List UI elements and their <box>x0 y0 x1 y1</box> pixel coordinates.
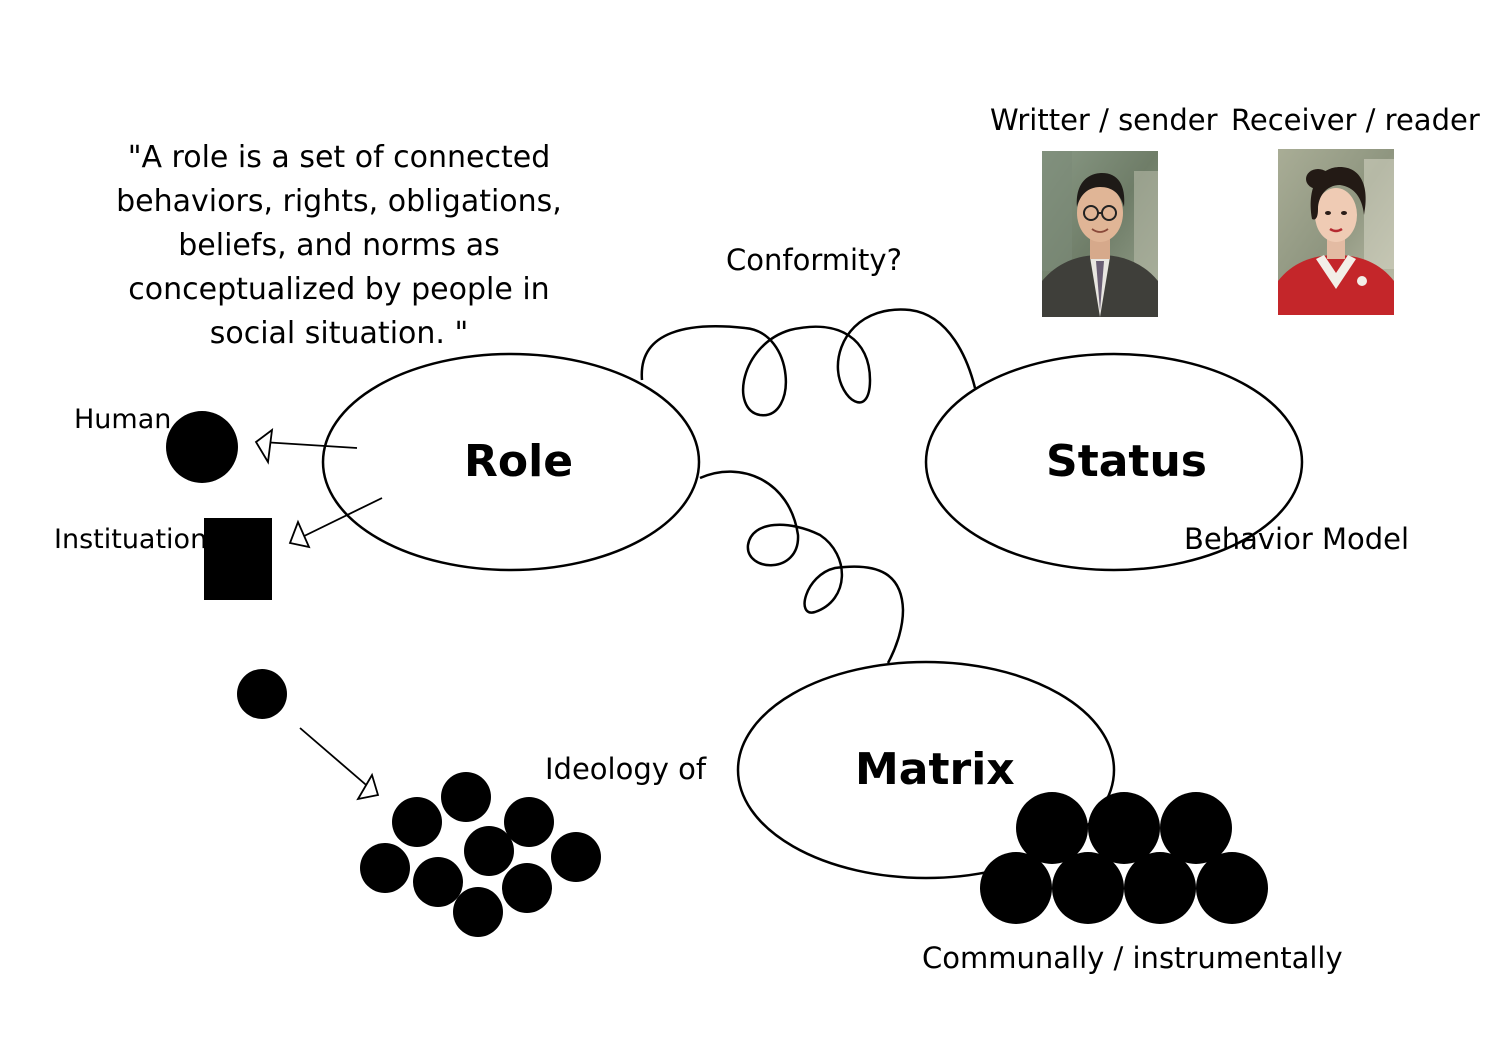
communally-label: Communally / instrumentally <box>922 941 1343 975</box>
role-human-arrow <box>261 441 358 449</box>
individual-dot-icon <box>237 669 287 719</box>
role-institution-arrow <box>295 497 383 541</box>
conformity-label: Conformity? <box>726 243 902 277</box>
group-cluster-icon <box>360 772 601 937</box>
community-pyramid-icon <box>980 792 1268 924</box>
individual-group-arrowhead <box>356 772 380 801</box>
receiver-label: Receiver / reader <box>1231 103 1480 137</box>
human-icon <box>166 411 238 483</box>
role-status-squiggle <box>640 308 977 417</box>
ideology-label: Ideology of <box>545 752 707 786</box>
matrix-ellipse <box>736 660 1116 880</box>
woman-portrait-photo <box>1278 149 1394 315</box>
role-ellipse <box>321 352 701 572</box>
behavior-model-label: Behavior Model <box>1184 522 1410 556</box>
status-ellipse <box>924 352 1304 572</box>
institution-label: Instituation <box>54 524 208 555</box>
role-matrix-squiggle <box>699 470 905 664</box>
human-label: Human <box>74 404 172 435</box>
role-human-arrowhead <box>254 428 274 465</box>
institution-icon <box>204 518 272 600</box>
matrix-node-label: Matrix <box>855 744 1015 795</box>
role-node-label: Role <box>464 436 574 487</box>
role-definition-quote: "A role is a set of connected behaviors,… <box>116 140 562 351</box>
role-institution-arrowhead <box>288 519 311 549</box>
writer-label: Writter / sender <box>990 103 1218 137</box>
individual-group-arrow <box>299 727 373 791</box>
status-node-label: Status <box>1046 436 1207 487</box>
man-portrait-photo <box>1042 151 1158 317</box>
